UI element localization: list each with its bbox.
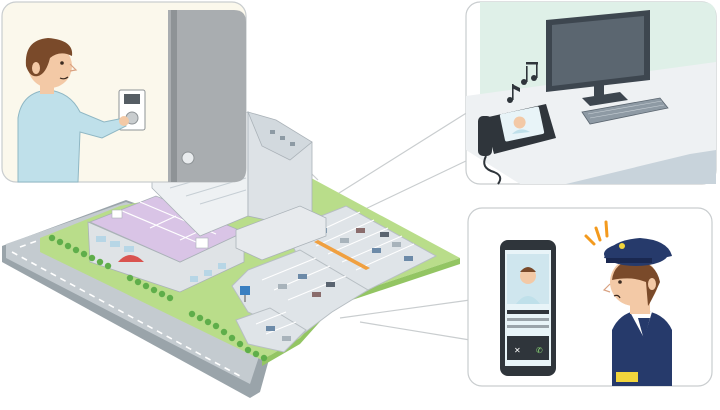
entrance-awning (118, 255, 144, 262)
smartphone-video-call-icon: ✕ ✆ (500, 240, 556, 376)
person-ringing-doorbell-icon (17, 38, 129, 183)
svg-text:✕: ✕ (514, 346, 521, 355)
door-knob (181, 151, 195, 165)
parking-barrier (314, 240, 370, 270)
visitor-callout (1, 1, 247, 183)
building-annex (235, 205, 327, 261)
campus-map (2, 111, 460, 398)
computer-monitor-icon (546, 10, 669, 125)
alert-marks-icon (584, 220, 609, 246)
desk-callout (465, 1, 717, 185)
trees (48, 234, 268, 362)
door (168, 10, 246, 182)
security-guard-icon (602, 238, 672, 386)
guard-callout: ✕ ✆ (467, 207, 713, 387)
entrance-sign (240, 286, 250, 302)
rooftop-units (270, 130, 295, 146)
svg-text:✆: ✆ (536, 346, 543, 355)
ringtone-notes-icon (507, 62, 538, 103)
building-windows (96, 236, 226, 282)
video-intercom-station-icon (478, 104, 556, 185)
lawn-edge (262, 258, 460, 366)
